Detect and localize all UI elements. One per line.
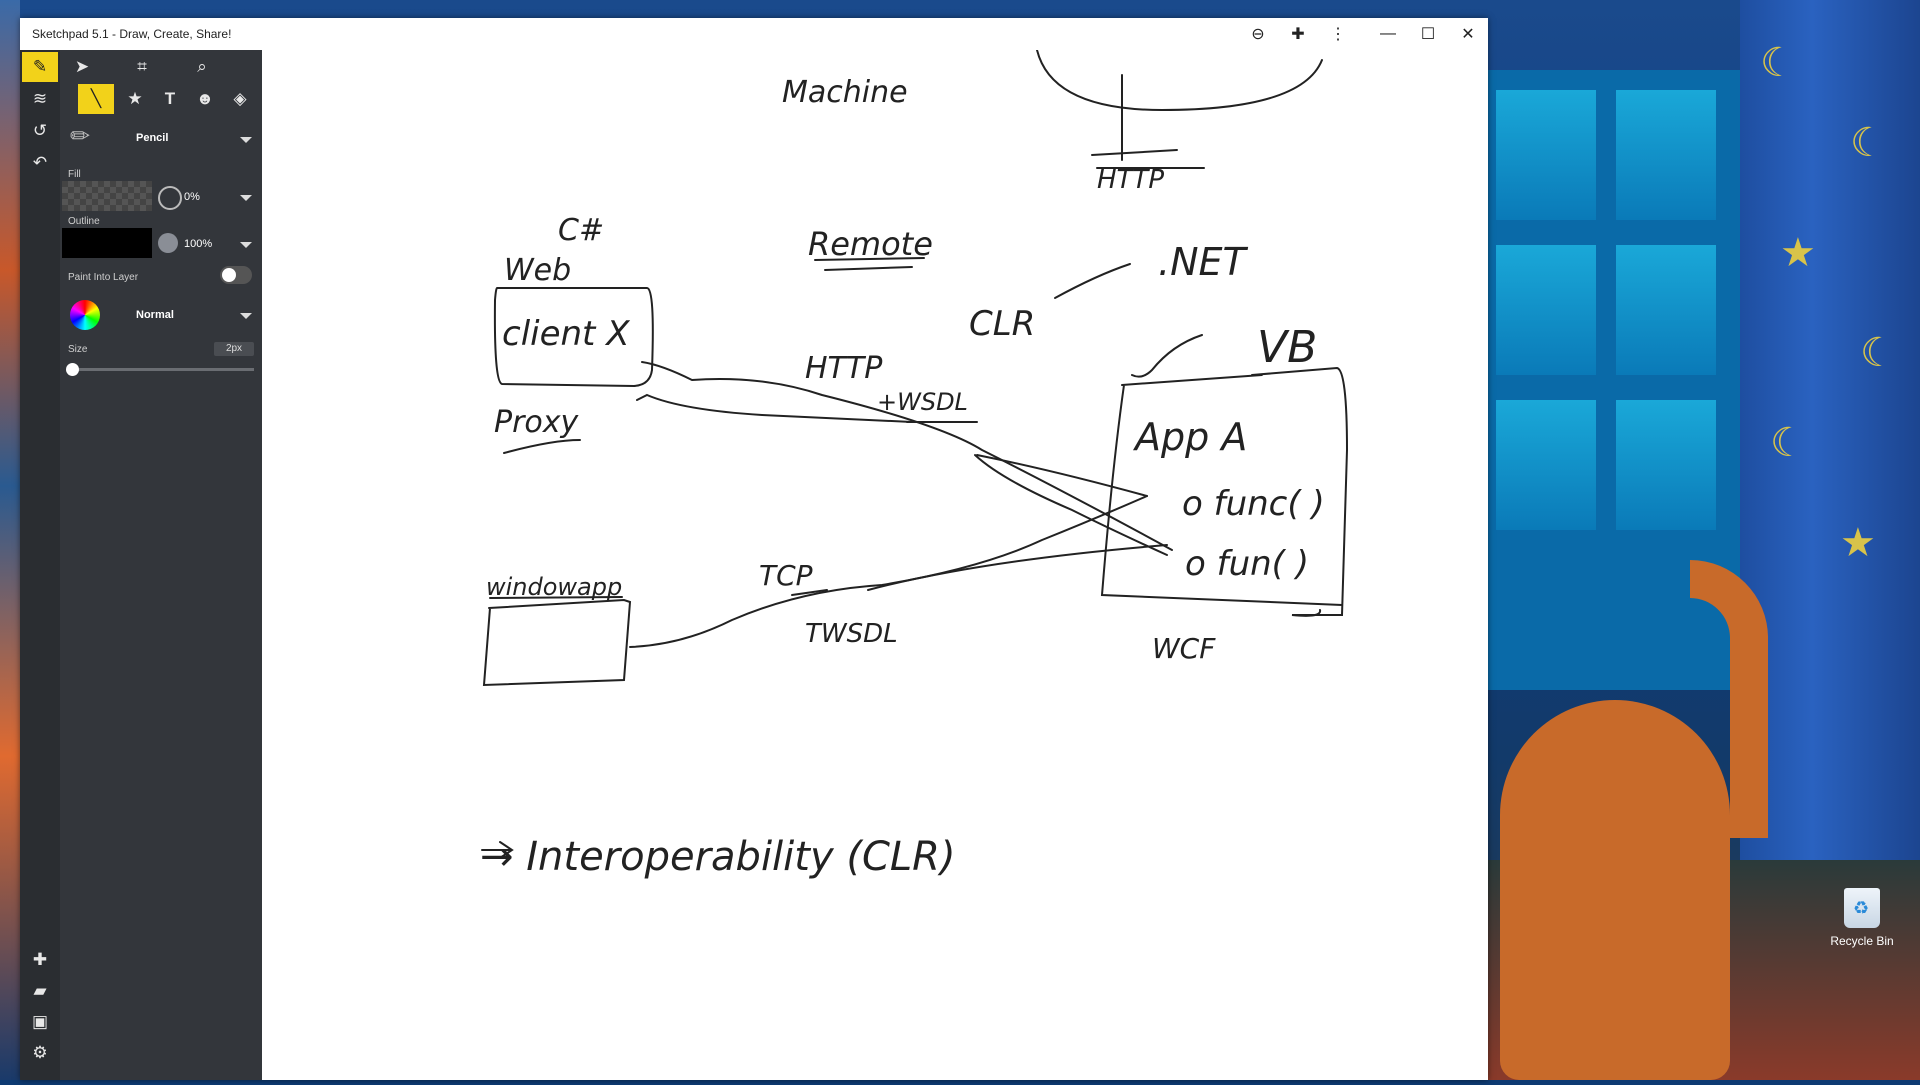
sketch-labels: Machine HTTP C# Remote .NET Web client X… xyxy=(480,75,1325,880)
label-vb: VB xyxy=(1257,322,1317,373)
wallpaper-window xyxy=(1486,70,1740,690)
label-clr: CLR xyxy=(969,304,1035,344)
pencil-tool-icon[interactable]: ╲ xyxy=(78,84,114,114)
paint-into-layer-toggle[interactable] xyxy=(220,266,252,284)
outline-swatch[interactable] xyxy=(62,228,152,258)
label-http-top: HTTP xyxy=(1097,165,1164,195)
tcp-link-2 xyxy=(867,544,1168,591)
label-func-1: o func( ) xyxy=(1182,484,1325,524)
size-label: Size xyxy=(68,344,88,355)
left-rail: ✎ ≋ ↺ ↶ ✚ ▰ ▣ ⚙ xyxy=(20,50,60,1080)
size-slider-track[interactable] xyxy=(68,368,254,371)
recycle-bin-label: Recycle Bin xyxy=(1830,934,1894,948)
label-tcp: TCP xyxy=(759,559,813,592)
label-http-mid: HTTP xyxy=(805,351,883,386)
undo-icon[interactable]: ↶ xyxy=(32,153,48,172)
proxy-return-line xyxy=(636,393,918,423)
label-dotnet: .NET xyxy=(1158,240,1249,284)
color-wheel-icon[interactable] xyxy=(70,300,100,330)
star-shape-icon[interactable]: ★ xyxy=(127,89,143,108)
label-csharp: C# xyxy=(558,213,604,248)
recycle-bin-glyph: ♻ xyxy=(1844,888,1880,928)
blend-dropdown-chevron-icon[interactable] xyxy=(240,313,252,319)
label-remote: Remote xyxy=(808,225,933,263)
select-arrow-icon[interactable]: ➤ xyxy=(74,57,90,76)
zoom-out-icon[interactable]: ⊖ xyxy=(1251,26,1265,43)
label-app-a: App A xyxy=(1132,415,1247,459)
paint-into-layer-label: Paint Into Layer xyxy=(68,272,139,283)
title-bar: Sketchpad 5.1 - Draw, Create, Share! ⊖ ✚… xyxy=(20,18,1488,50)
tools-icon[interactable]: ✎ xyxy=(22,52,58,82)
folder-icon[interactable]: ▰ xyxy=(33,981,47,1000)
top-arc xyxy=(1036,49,1323,112)
label-proxy: Proxy xyxy=(494,405,580,440)
desktop-icons-strip xyxy=(0,0,20,1080)
toggle-knob xyxy=(222,268,236,282)
label-plus-wsdl: +WSDL xyxy=(877,388,968,416)
window-app-underline xyxy=(489,596,623,599)
label-machine: Machine xyxy=(782,75,908,110)
tool-name: Pencil xyxy=(136,132,169,144)
drawing-canvas[interactable]: Machine HTTP C# Remote .NET Web client X… xyxy=(262,49,1488,1080)
fill-opacity-icon xyxy=(158,186,182,210)
maximize-button[interactable]: ☐ xyxy=(1420,26,1436,43)
minimize-button[interactable]: — xyxy=(1380,25,1396,42)
interop-arrow xyxy=(481,841,514,859)
fill-bucket-icon[interactable]: ◈ xyxy=(233,89,247,108)
tcp-underline xyxy=(791,589,828,596)
http-connector xyxy=(641,361,1173,551)
blend-mode-value[interactable]: Normal xyxy=(136,309,174,321)
fill-dropdown-chevron-icon[interactable] xyxy=(240,195,252,201)
fill-opacity-value[interactable]: 0% xyxy=(184,191,200,203)
settings-icon[interactable]: ⚙ xyxy=(32,1043,48,1062)
label-func-2: o fun( ) xyxy=(1185,544,1309,584)
close-button[interactable]: ✕ xyxy=(1461,26,1475,43)
recycle-bin-icon[interactable]: ♻ Recycle Bin xyxy=(1822,888,1902,948)
tool-dropdown-chevron-icon[interactable] xyxy=(240,137,252,143)
outline-label: Outline xyxy=(68,216,100,227)
save-icon[interactable]: ▣ xyxy=(31,1012,49,1031)
label-web: Web xyxy=(504,253,571,288)
outline-dropdown-chevron-icon[interactable] xyxy=(240,242,252,248)
crop-icon[interactable]: ⌗ xyxy=(137,57,147,76)
func-links xyxy=(974,454,1168,556)
proxy-underline xyxy=(503,439,581,454)
window-title: Sketchpad 5.1 - Draw, Create, Share! xyxy=(32,27,232,41)
outline-opacity-value[interactable]: 100% xyxy=(184,238,213,250)
vb-check xyxy=(1131,334,1203,378)
more-menu-icon[interactable]: ⋮ xyxy=(1330,26,1346,43)
add-icon[interactable]: ✚ xyxy=(32,950,48,969)
tool-options-panel: ➤ ⌗ ⌕ ╲ ★ T ☻ ◈ ✏ Pencil Fill 0% Outline… xyxy=(60,50,262,1080)
emoji-icon[interactable]: ☻ xyxy=(196,89,214,108)
sketch-drawing: Machine HTTP C# Remote .NET Web client X… xyxy=(480,49,1349,880)
search-icon[interactable]: ⌕ xyxy=(197,57,207,76)
text-tool-icon[interactable]: T xyxy=(164,89,176,108)
outline-opacity-icon xyxy=(158,233,178,253)
extensions-icon[interactable]: ✚ xyxy=(1291,26,1305,43)
http-top-underline xyxy=(1091,149,1205,169)
pencil-preview-icon: ✏ xyxy=(70,123,91,150)
history-icon[interactable]: ↺ xyxy=(32,121,48,140)
label-client-x: client X xyxy=(502,314,630,354)
wallpaper-cat xyxy=(1500,700,1730,1080)
web-client-box xyxy=(493,287,654,388)
size-slider-thumb[interactable] xyxy=(66,363,79,376)
label-wcf: WCF xyxy=(1152,632,1216,665)
sketchpad-window: Sketchpad 5.1 - Draw, Create, Share! ⊖ ✚… xyxy=(20,18,1488,1080)
label-interoperability: → Interoperability (CLR) xyxy=(480,834,956,880)
layers-icon[interactable]: ≋ xyxy=(32,89,48,108)
fill-swatch[interactable] xyxy=(62,181,152,211)
label-twsdl: TWSDL xyxy=(805,619,898,649)
tcp-connector xyxy=(629,495,1148,648)
label-window-app: windowapp xyxy=(486,573,622,601)
fill-label: Fill xyxy=(68,169,81,180)
window-app-box xyxy=(482,598,632,687)
clr-net-link xyxy=(1054,263,1131,299)
size-value[interactable]: 2px xyxy=(214,342,254,356)
remote-underline xyxy=(814,257,925,271)
